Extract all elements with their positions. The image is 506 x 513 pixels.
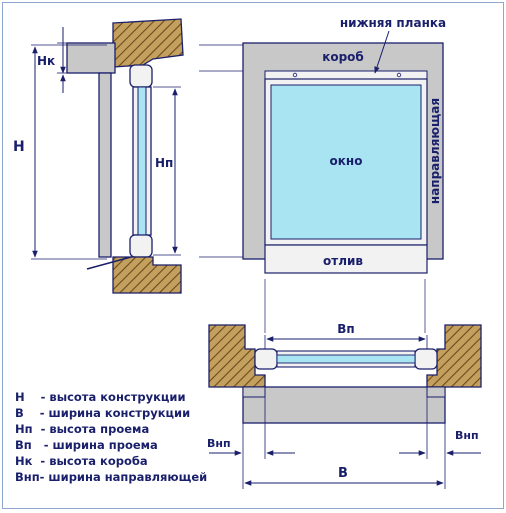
dim-Vp-label: Вп (337, 322, 354, 336)
legend-item: Нп - высота проема (15, 422, 149, 436)
legend-item: Нк - высота короба (15, 454, 148, 468)
label-nizhnyaya-planka: нижняя планка (340, 16, 446, 30)
bottom-slat (264, 70, 428, 80)
dim-Vnp-right-label: Внп (455, 429, 479, 442)
legend-item: В - ширина конструкции (15, 406, 190, 420)
plan-glass (276, 354, 416, 364)
window-glass-profile (137, 86, 147, 236)
plan-frame-right (414, 348, 438, 370)
drip-sill (86, 256, 132, 270)
plan-right-wall (426, 324, 482, 388)
legend-item: H - высота конструкции (15, 390, 186, 404)
side-section-view: H Нк Нп (13, 18, 184, 294)
legend-item: Вп - ширина проема (15, 438, 158, 452)
label-korob: короб (322, 50, 364, 64)
drip-sill-front (264, 244, 428, 274)
dim-Np-label: Нп (155, 156, 173, 170)
dim-Nk-label: Нк (37, 54, 55, 68)
leader-nizhnyaya-planka (374, 30, 390, 74)
plan-view: Вп Внп Внп В (207, 322, 482, 489)
dim-H-label: H (13, 139, 25, 155)
plan-left-wall (208, 324, 266, 388)
label-okno: окно (330, 154, 363, 168)
plan-frame-left (254, 348, 278, 370)
frame-bottom-profile (129, 234, 153, 258)
label-otliv: отлив (323, 254, 363, 268)
lower-wall-hatched (112, 256, 182, 294)
legend-item: Внп- ширина направляющей (15, 470, 207, 484)
frame-top-profile (129, 64, 153, 88)
legend: H - высота конструкции В - ширина констр… (15, 390, 207, 484)
dim-Vnp-left-label: Внп (207, 437, 231, 450)
dim-B-label: В (338, 466, 348, 481)
guide-cross-section (98, 72, 112, 258)
label-napravlyayushchaya: направляющая (428, 98, 442, 204)
front-view: короб окно отлив направляющая нижняя пла… (199, 16, 446, 333)
diagram-canvas: H Нк Нп короб окно отлив (13, 16, 482, 489)
plan-box (242, 386, 446, 424)
upper-wall-hatched (112, 18, 184, 68)
window-glass (270, 84, 422, 240)
box-cross-section (66, 42, 116, 74)
